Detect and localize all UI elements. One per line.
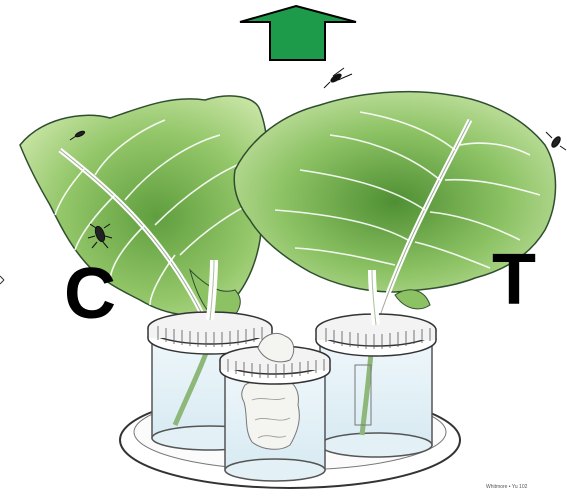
treatment-label: T <box>492 244 536 316</box>
up-arrow-icon <box>240 6 356 60</box>
fly-icon <box>546 132 566 150</box>
control-leaf <box>20 96 268 335</box>
edge-mark <box>0 276 4 284</box>
signature: Whitmore • Yu 102 <box>486 484 527 490</box>
control-label: C <box>64 258 116 330</box>
right-jar <box>316 314 436 457</box>
middle-jar <box>220 333 330 481</box>
flying-insect-icon <box>324 68 352 88</box>
